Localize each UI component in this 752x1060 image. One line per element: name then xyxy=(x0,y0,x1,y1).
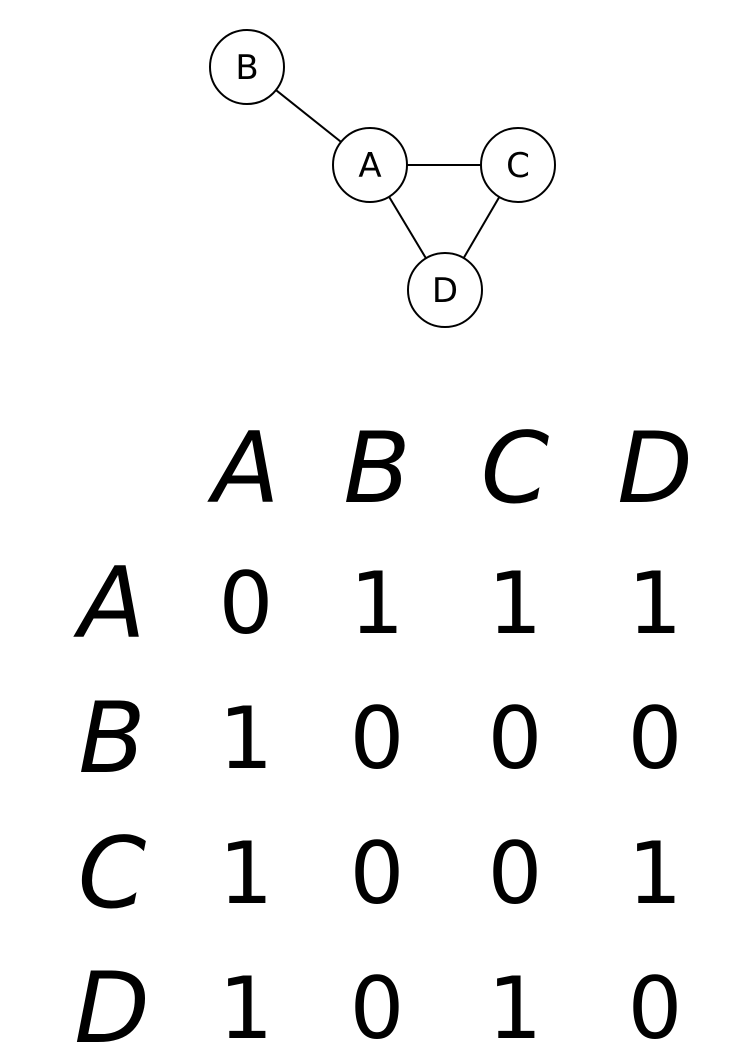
matrix-cell: 1 xyxy=(219,824,274,924)
matrix-cell: 1 xyxy=(628,824,683,924)
node-a: A xyxy=(332,127,408,203)
matrix-cell: 0 xyxy=(488,689,543,789)
matrix-cell: 1 xyxy=(219,689,274,789)
column-header-a: A xyxy=(206,412,279,526)
column-header-c: C xyxy=(481,412,550,526)
node-circle xyxy=(480,127,556,203)
row-header-b: B xyxy=(78,682,145,796)
node-label: B xyxy=(235,48,258,88)
row-header-a: A xyxy=(72,547,145,661)
matrix-cell: 1 xyxy=(488,959,543,1059)
matrix-cell: 0 xyxy=(628,959,683,1059)
matrix-cell: 1 xyxy=(219,959,274,1059)
node-label: A xyxy=(358,146,381,186)
row-header-d: D xyxy=(74,952,149,1060)
matrix-cell: 1 xyxy=(350,554,405,654)
row-header-c: C xyxy=(78,817,147,931)
column-header-d: D xyxy=(617,412,692,526)
matrix-cell: 0 xyxy=(488,824,543,924)
node-circle xyxy=(407,252,483,328)
matrix-cell: 0 xyxy=(350,689,405,789)
matrix-cell: 0 xyxy=(350,959,405,1059)
matrix-cell: 0 xyxy=(350,824,405,924)
node-circle xyxy=(209,29,285,105)
node-d: D xyxy=(407,252,483,328)
node-b: B xyxy=(209,29,285,105)
matrix-cell: 1 xyxy=(488,554,543,654)
matrix-cell: 1 xyxy=(628,554,683,654)
node-label: D xyxy=(432,271,458,311)
column-header-b: B xyxy=(343,412,410,526)
matrix-cell: 0 xyxy=(628,689,683,789)
matrix-cell: 0 xyxy=(219,554,274,654)
node-circle xyxy=(332,127,408,203)
node-label: C xyxy=(506,146,530,186)
node-c: C xyxy=(480,127,556,203)
graph-diagram: A B C D xyxy=(209,29,556,328)
